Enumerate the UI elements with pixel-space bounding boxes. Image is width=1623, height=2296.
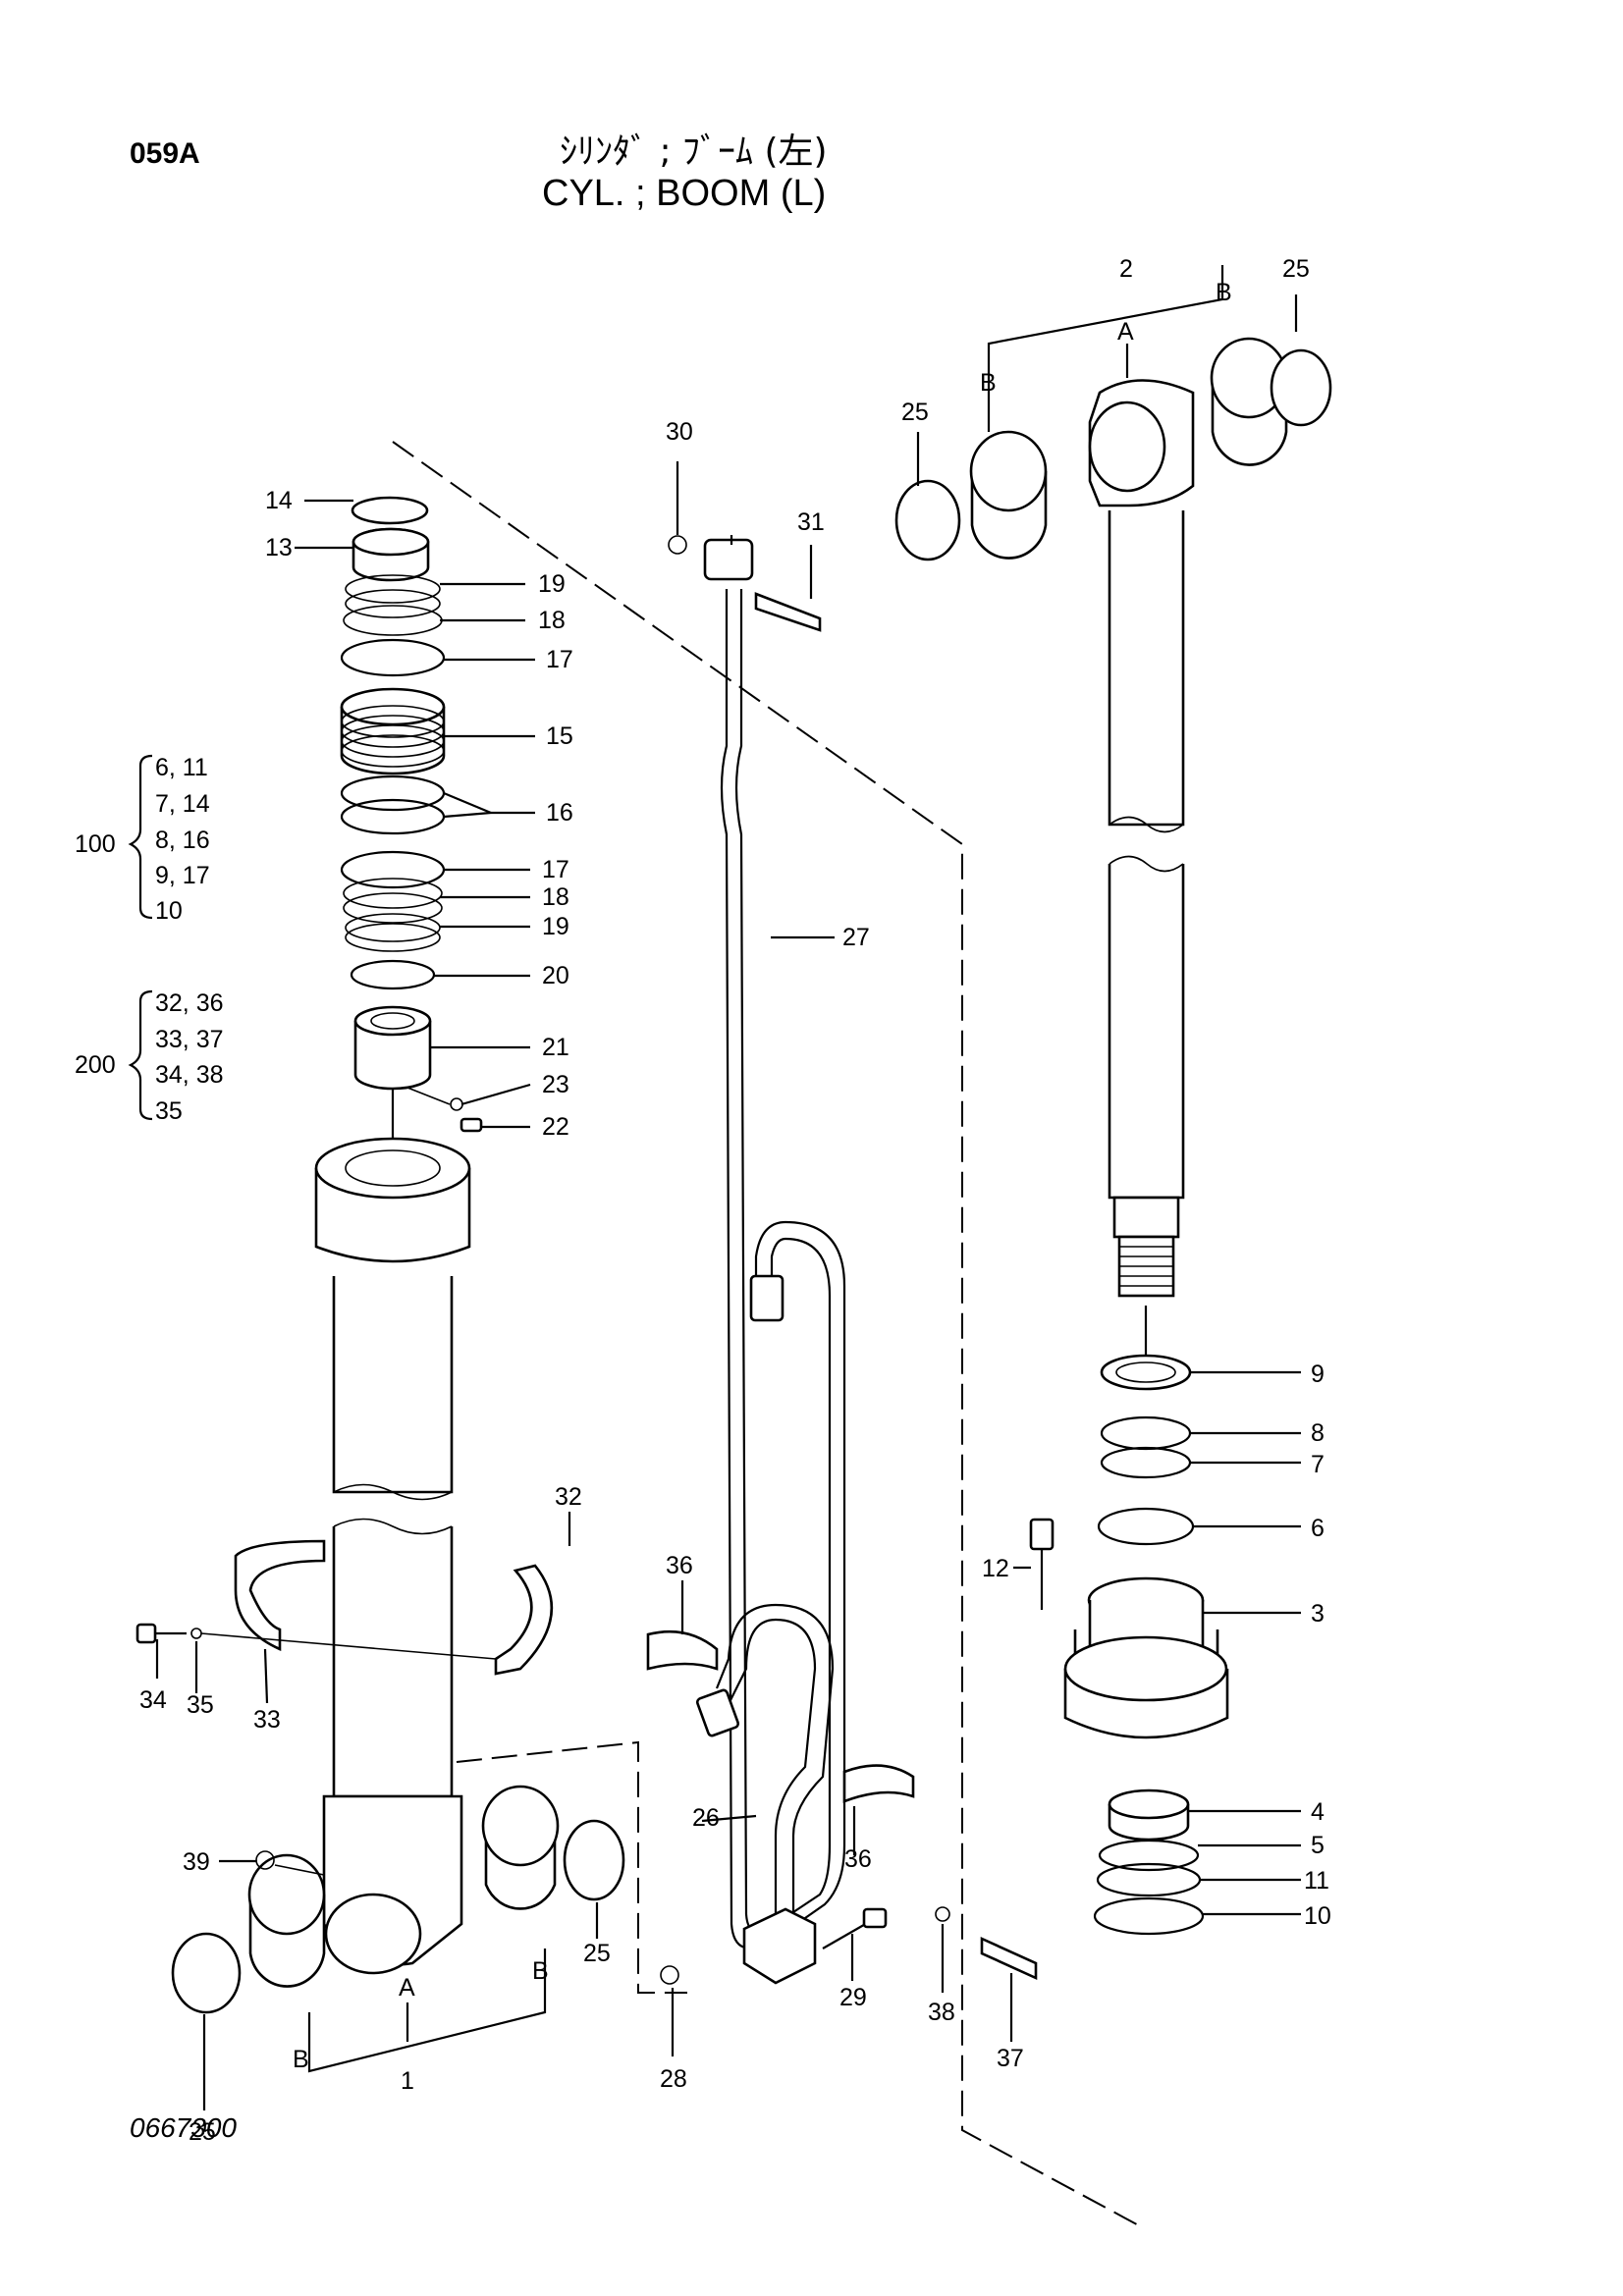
callout-22: 22 bbox=[542, 1113, 569, 1141]
callout-5: 5 bbox=[1311, 1832, 1325, 1859]
callout-34: 34 bbox=[139, 1686, 167, 1714]
kit-100-group: 100 6, 11 7, 14 8, 16 9, 17 10 bbox=[75, 754, 210, 925]
callout-37: 37 bbox=[997, 2045, 1024, 2072]
kit-100-item-5: 10 bbox=[155, 897, 183, 925]
left-stack bbox=[171, 496, 625, 2014]
letter-b-top-left: B bbox=[980, 369, 997, 397]
callout-7: 7 bbox=[1311, 1451, 1325, 1478]
callout-39: 39 bbox=[183, 1848, 210, 1876]
callout-16: 16 bbox=[546, 799, 573, 827]
kit-200-group: 200 32, 36 33, 37 34, 38 35 bbox=[75, 989, 224, 1125]
callout-3: 3 bbox=[1311, 1600, 1325, 1628]
callout-17-lower: 17 bbox=[542, 856, 569, 883]
callout-12: 12 bbox=[982, 1555, 1009, 1582]
callout-20: 20 bbox=[542, 962, 569, 989]
callout-15: 15 bbox=[546, 722, 573, 750]
callout-9: 9 bbox=[1311, 1361, 1325, 1388]
callout-1: 1 bbox=[401, 2067, 414, 2095]
drawing-number: 0667300 bbox=[130, 2112, 238, 2143]
callout-8: 8 bbox=[1311, 1419, 1325, 1447]
callout-25-top-left: 25 bbox=[901, 399, 929, 426]
right-leaders bbox=[128, 265, 1301, 2110]
callout-33: 33 bbox=[253, 1706, 281, 1734]
callout-11: 11 bbox=[1304, 1867, 1329, 1895]
callout-21: 21 bbox=[542, 1034, 569, 1061]
diagram-code: 059A bbox=[130, 137, 200, 170]
callout-13: 13 bbox=[265, 534, 293, 561]
callout-38: 38 bbox=[928, 1999, 955, 2026]
callout-25-top-right: 25 bbox=[1282, 255, 1310, 283]
letter-b-bottom-right: B bbox=[532, 1957, 549, 1985]
kit-200-item-4: 35 bbox=[155, 1097, 183, 1125]
callout-18-lower: 18 bbox=[542, 883, 569, 911]
callout-6: 6 bbox=[1311, 1515, 1325, 1542]
piston-rod bbox=[894, 337, 1332, 1936]
kit-100-item-4: 9, 17 bbox=[155, 862, 210, 889]
kit-200-item-3: 34, 38 bbox=[155, 1061, 224, 1089]
callout-25-bottom-right: 25 bbox=[583, 1940, 611, 1967]
title-japanese: ｼﾘﾝﾀﾞ ; ﾌﾞｰﾑ (左) bbox=[560, 132, 828, 172]
callout-25-bottom-left: 25 bbox=[189, 2118, 216, 2146]
callout-14: 14 bbox=[265, 487, 293, 514]
callout-36-lower: 36 bbox=[844, 1845, 872, 1873]
callout-19: 19 bbox=[538, 570, 566, 598]
callout-36: 36 bbox=[666, 1552, 693, 1579]
kit-100-item-2: 7, 14 bbox=[155, 790, 210, 818]
kit-100-number: 100 bbox=[75, 830, 116, 858]
callout-30: 30 bbox=[666, 418, 693, 446]
kit-200-number: 200 bbox=[75, 1051, 116, 1079]
left-leaders bbox=[295, 499, 535, 1129]
callout-35: 35 bbox=[187, 1691, 214, 1719]
kit-100-item-1: 6, 11 bbox=[155, 754, 208, 781]
pipe-27 bbox=[668, 535, 846, 1949]
assembly-lines bbox=[392, 441, 1145, 2229]
letter-b-top-right: B bbox=[1216, 279, 1232, 306]
pipe-26-clamps bbox=[135, 1539, 1038, 1985]
callout-labels: 14 13 19 18 17 15 16 17 18 19 20 21 23 2… bbox=[139, 255, 1331, 2146]
kit-200-item-2: 33, 37 bbox=[155, 1026, 224, 1053]
callout-31: 31 bbox=[797, 508, 825, 536]
title-english: CYL. ; BOOM (L) bbox=[542, 173, 827, 214]
callout-2: 2 bbox=[1119, 255, 1133, 283]
kit-200-item-1: 32, 36 bbox=[155, 989, 224, 1017]
letter-b-bottom-left: B bbox=[293, 2046, 309, 2073]
callout-23: 23 bbox=[542, 1071, 569, 1098]
callout-26: 26 bbox=[692, 1804, 720, 1832]
callout-29: 29 bbox=[839, 1984, 867, 2011]
callout-10: 10 bbox=[1304, 1902, 1331, 1930]
callout-19-lower: 19 bbox=[542, 913, 569, 940]
letter-a-top: A bbox=[1117, 318, 1134, 346]
callout-18: 18 bbox=[538, 607, 566, 634]
callout-17: 17 bbox=[546, 646, 573, 673]
letter-a-bottom: A bbox=[399, 1974, 415, 2002]
callout-4: 4 bbox=[1311, 1798, 1325, 1826]
kit-100-item-3: 8, 16 bbox=[155, 827, 210, 854]
callout-32: 32 bbox=[555, 1483, 582, 1511]
callout-27: 27 bbox=[842, 924, 870, 951]
callout-28: 28 bbox=[660, 2065, 687, 2093]
